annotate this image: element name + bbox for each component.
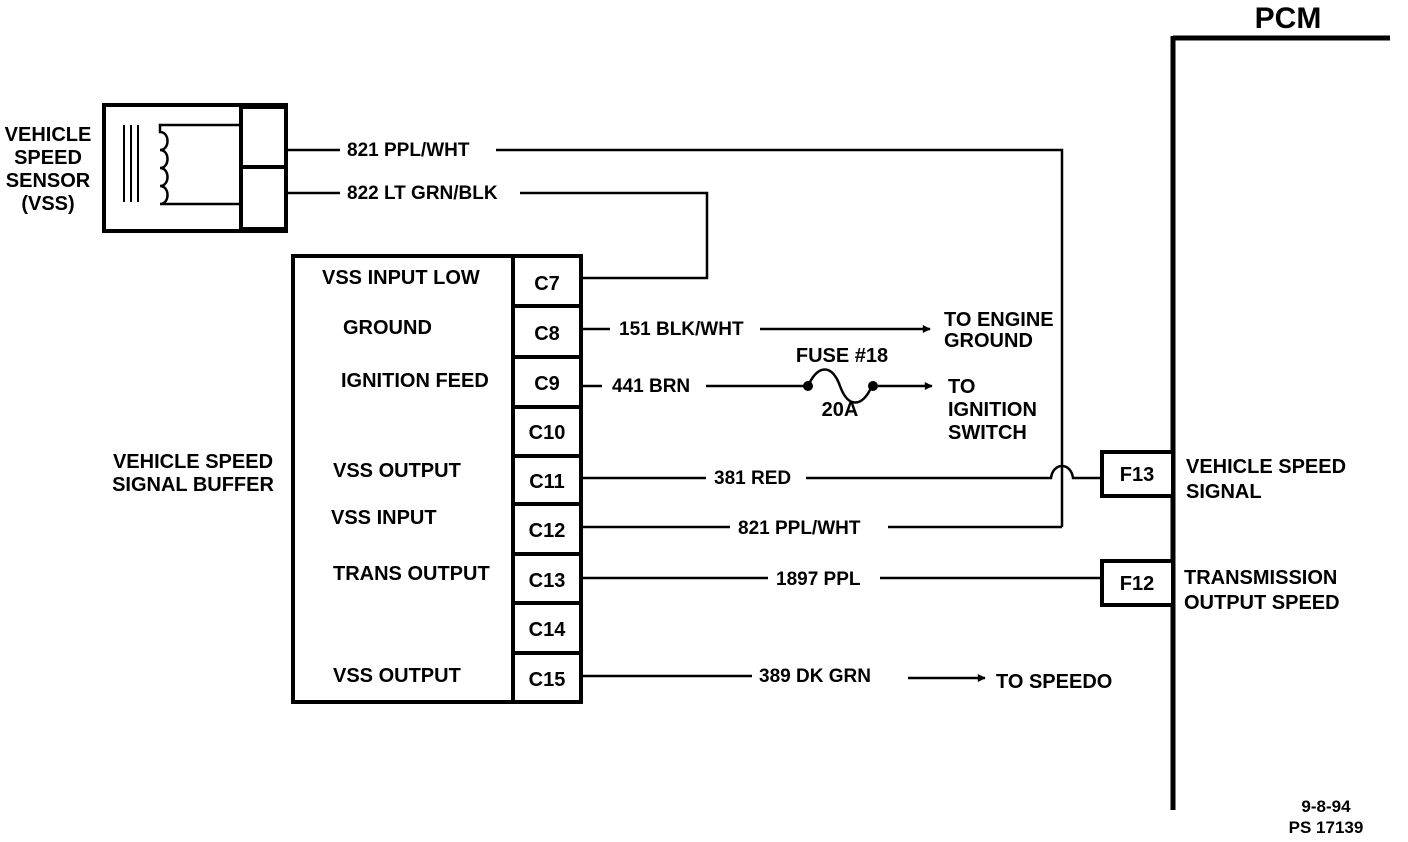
sensor-label: VEHICLE bbox=[5, 124, 92, 146]
buffer-pin: C10 bbox=[529, 422, 566, 444]
buffer-pin: C7 bbox=[534, 273, 560, 295]
wire-label: 1897 PPL bbox=[776, 569, 861, 590]
speedo-label: TO SPEEDO bbox=[996, 671, 1112, 693]
buffer-label: VEHICLE SPEED bbox=[113, 451, 273, 473]
sensor-label: (VSS) bbox=[21, 193, 74, 215]
pcm-pin-label: F13 bbox=[1120, 464, 1154, 486]
signal-buffer: VEHICLE SPEED SIGNAL BUFFER C7 C8 C9 C10… bbox=[112, 254, 583, 704]
buffer-pin: C13 bbox=[529, 570, 566, 592]
wire-822-sensor bbox=[286, 191, 709, 280]
buffer-pin-dividers bbox=[513, 304, 581, 655]
buffer-pin: C14 bbox=[529, 619, 567, 641]
coil-icon bbox=[123, 123, 241, 206]
ignition-switch-label: SWITCH bbox=[948, 422, 1027, 444]
wire-label: 821 PPL/WHT bbox=[738, 518, 861, 539]
pcm-pin-label: F12 bbox=[1120, 573, 1154, 595]
buffer-pin: C12 bbox=[529, 520, 566, 542]
buffer-pin: C15 bbox=[529, 669, 566, 691]
wire-label: 389 DK GRN bbox=[759, 666, 871, 687]
wire-label: 151 BLK/WHT bbox=[619, 319, 744, 340]
pcm-f13-label: SIGNAL bbox=[1186, 481, 1262, 503]
pcm-f13-label: VEHICLE SPEED bbox=[1186, 456, 1346, 478]
pcm-module: PCM F13 VEHICLE SPEED SIGNAL F12 TRANSMI… bbox=[1100, 2, 1390, 810]
pcm-connector-f12: F12 bbox=[1100, 559, 1175, 607]
buffer-pin: C9 bbox=[534, 373, 560, 395]
engine-ground-label: GROUND bbox=[944, 330, 1033, 352]
buffer-pin: C8 bbox=[534, 323, 560, 345]
wire-label: 821 PPL/WHT bbox=[347, 140, 470, 161]
buffer-row-label: VSS INPUT bbox=[331, 507, 437, 529]
buffer-row-label: IGNITION FEED bbox=[341, 370, 489, 392]
wire-821-sensor bbox=[286, 148, 1064, 527]
ignition-switch-label: TO bbox=[948, 376, 975, 398]
buffer-row-label: VSS OUTPUT bbox=[333, 460, 461, 482]
vehicle-speed-sensor: VEHICLE SPEED SENSOR (VSS) bbox=[5, 103, 288, 233]
wire-label: 381 RED bbox=[714, 468, 791, 489]
buffer-row-label: TRANS OUTPUT bbox=[333, 563, 490, 585]
fuse-icon bbox=[803, 368, 878, 404]
buffer-row-label: GROUND bbox=[343, 317, 432, 339]
wire-label: 822 LT GRN/BLK bbox=[347, 183, 498, 204]
pcm-title: PCM bbox=[1255, 2, 1322, 35]
sensor-label: SENSOR bbox=[6, 170, 91, 192]
engine-ground-label: TO ENGINE bbox=[944, 309, 1054, 331]
pcm-f12-label: OUTPUT SPEED bbox=[1184, 592, 1340, 614]
ignition-switch-label: IGNITION bbox=[948, 399, 1037, 421]
buffer-row-label: VSS OUTPUT bbox=[333, 665, 461, 687]
wire-label: 441 BRN bbox=[612, 376, 690, 397]
fuse-name: FUSE #18 bbox=[796, 345, 888, 367]
wire-389-speedo bbox=[581, 674, 986, 682]
fuse-rating: 20A bbox=[822, 399, 859, 421]
footer-ref: PS 17139 bbox=[1289, 818, 1364, 837]
wire-441-ignition bbox=[581, 368, 933, 404]
wire-381-red bbox=[581, 464, 1102, 480]
sensor-label: SPEED bbox=[14, 147, 82, 169]
buffer-pin: C11 bbox=[529, 471, 565, 493]
pcm-f12-label: TRANSMISSION bbox=[1184, 567, 1337, 589]
buffer-row-label: VSS INPUT LOW bbox=[322, 267, 480, 289]
buffer-label: SIGNAL BUFFER bbox=[112, 474, 274, 496]
pcm-connector-f13: F13 bbox=[1100, 450, 1175, 498]
footer-date: 9-8-94 bbox=[1301, 797, 1351, 816]
